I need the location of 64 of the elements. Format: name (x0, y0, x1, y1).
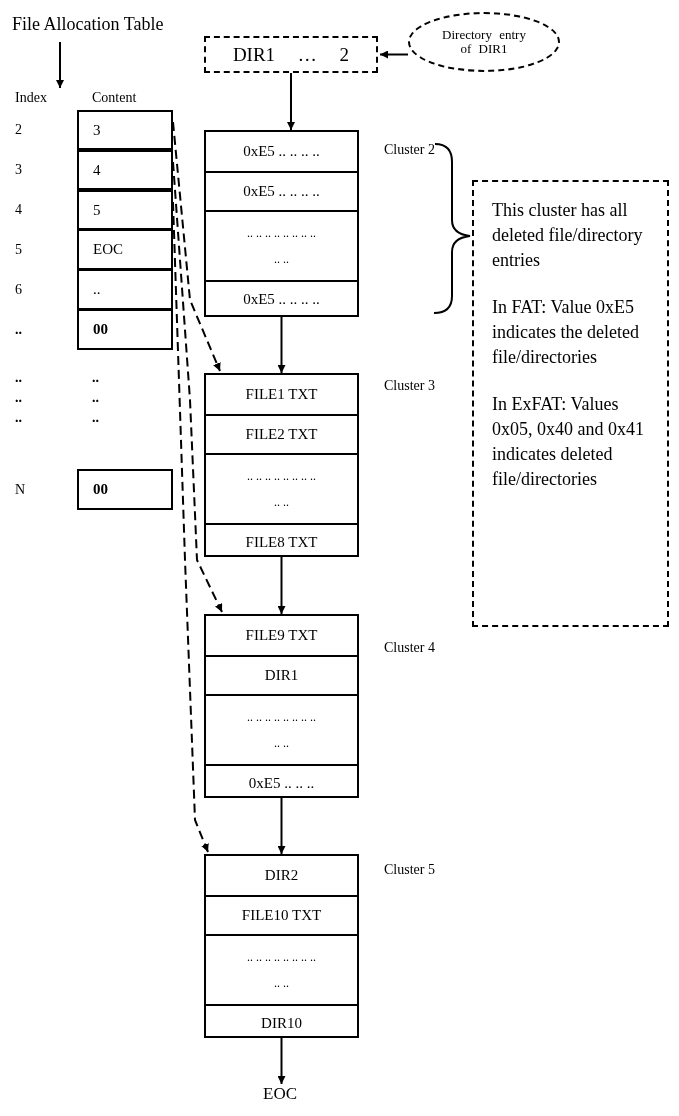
table-cell: EOC (77, 229, 173, 270)
column-heading: Content (92, 90, 137, 106)
ellipsis: .. (15, 322, 22, 338)
arrow (277, 316, 286, 374)
arrow (277, 1037, 286, 1085)
dashed-arrow (172, 121, 221, 372)
table-cell: 5 (77, 190, 173, 230)
index-number: 2 (15, 122, 22, 138)
arrow (379, 50, 409, 59)
entry-row: 0xE5 .. .. .. (206, 764, 357, 800)
entry-row: .. .. .. .. .. .. .. .. .. .. (206, 694, 357, 764)
entry-row: FILE10 TXT (206, 895, 357, 934)
index-number: 4 (15, 202, 22, 218)
entry-row: DIR10 (206, 1004, 357, 1040)
dashed-arrow (172, 201, 209, 853)
cluster-label: Cluster 5 (384, 862, 435, 878)
entry-row: FILE2 TXT (206, 414, 357, 453)
ellipsis: .. (92, 410, 99, 426)
index-number: 3 (15, 162, 22, 178)
cluster-box (204, 854, 359, 1038)
note-paragraph: In FAT: Value 0xE5 indicates the deleted file/directories (492, 296, 640, 369)
table-cell: 3 (77, 110, 173, 150)
ellipsis: .. (92, 370, 99, 386)
entry-row: 0xE5 .. .. .. .. (206, 132, 357, 171)
arrow (287, 72, 295, 131)
ellipsis: .. (15, 410, 22, 426)
dashed-arrow (172, 161, 223, 613)
ellipsis: .. (92, 390, 99, 406)
entry-row: .. .. .. .. .. .. .. .. .. .. (206, 453, 357, 523)
cluster-label: Cluster 2 (384, 142, 435, 158)
entry-row: 0xE5 .. .. .. .. (206, 171, 357, 210)
entry-row: DIR1 (206, 655, 357, 694)
entry-row: FILE8 TXT (206, 523, 357, 559)
entry-row: DIR2 (206, 856, 357, 895)
end-label: EOC (250, 1084, 310, 1110)
arrow (56, 41, 64, 89)
column-heading: Index (15, 90, 60, 108)
table-cell: 4 (77, 150, 173, 190)
directory-entry-box: DIR1 … 2 (204, 36, 378, 73)
entry-row: FILE1 TXT (206, 375, 357, 414)
table-cell: 00 (77, 309, 173, 350)
cluster-label: Cluster 4 (384, 640, 435, 656)
ellipsis: .. (15, 390, 22, 406)
note-box (472, 180, 669, 627)
entry-row: 0xE5 .. .. .. .. (206, 280, 357, 316)
entry-row: .. .. .. .. .. .. .. .. .. .. (206, 934, 357, 1004)
index-number: 6 (15, 282, 22, 298)
cluster-box (204, 614, 359, 798)
cluster-box (204, 130, 359, 317)
cluster-box (204, 373, 359, 557)
table-cell: 00 (77, 469, 173, 510)
entry-row: FILE9 TXT (206, 616, 357, 655)
index-number: N (15, 482, 26, 498)
index-number: 5 (15, 242, 22, 258)
ellipsis: .. (15, 370, 22, 386)
heading: File Allocation Table (12, 14, 202, 42)
table-cell: .. (77, 269, 173, 310)
arrow (277, 556, 286, 615)
dashed-ellipse: Directory entry of DIR1 (408, 12, 560, 72)
note-paragraph: In ExFAT: Values 0x05, 0x40 and 0x41 indicates deleted file/directories (492, 393, 645, 491)
note-paragraph: This cluster has all deleted file/directory entries (492, 199, 644, 272)
cluster-label: Cluster 3 (384, 378, 435, 394)
arrow (277, 797, 286, 855)
entry-row: .. .. .. .. .. .. .. .. .. .. (206, 210, 357, 280)
